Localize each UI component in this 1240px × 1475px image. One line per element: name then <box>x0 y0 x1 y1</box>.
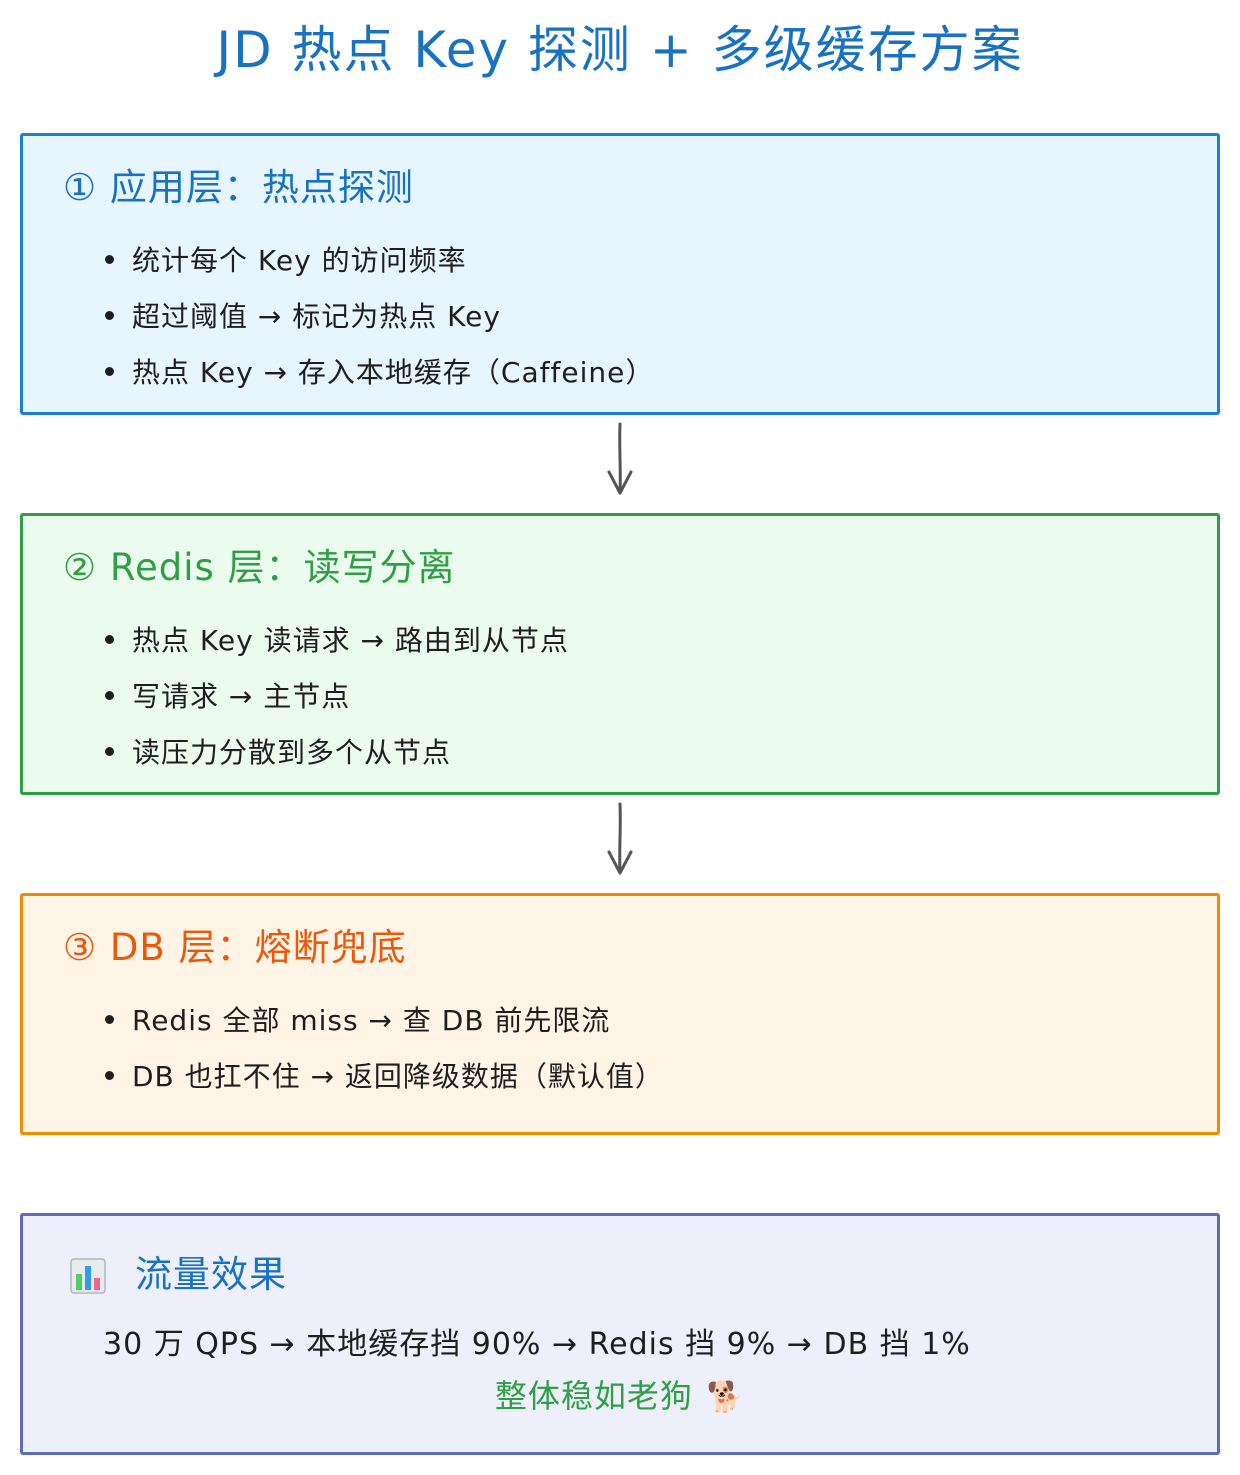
list-item: 热点 Key → 存入本地缓存（Caffeine） <box>105 345 654 401</box>
app-layer-heading: ① 应用层：热点探测 <box>63 166 414 209</box>
list-item-text: DB 也扛不住 → 返回降级数据（默认值） <box>132 1060 664 1093</box>
list-item: 超过阈值 → 标记为热点 Key <box>105 289 654 345</box>
db-layer-list: Redis 全部 miss → 查 DB 前先限流 DB 也扛不住 → 返回降级… <box>105 993 664 1105</box>
bar-chart-icon <box>70 1258 106 1294</box>
db-layer-heading: ③ DB 层：熔断兜底 <box>63 926 407 969</box>
list-item-text: 热点 Key 读请求 → 路由到从节点 <box>132 624 569 657</box>
bullet-dot-icon <box>105 310 114 320</box>
effect-heading: 流量效果 <box>135 1253 287 1296</box>
db-layer-box: ③ DB 层：熔断兜底 Redis 全部 miss → 查 DB 前先限流 DB… <box>20 893 1220 1135</box>
bullet-dot-icon <box>105 690 114 700</box>
list-item: DB 也扛不住 → 返回降级数据（默认值） <box>105 1049 664 1105</box>
bullet-dot-icon <box>105 1070 114 1080</box>
down-arrow-icon <box>607 422 633 495</box>
list-item-text: 热点 Key → 存入本地缓存（Caffeine） <box>132 356 655 389</box>
redis-layer-box: ② Redis 层：读写分离 热点 Key 读请求 → 路由到从节点 写请求 →… <box>20 513 1220 795</box>
dog-icon: 🐕 <box>706 1380 746 1415</box>
app-layer-box: ① 应用层：热点探测 统计每个 Key 的访问频率 超过阈值 → 标记为热点 K… <box>20 133 1220 415</box>
list-item-text: 统计每个 Key 的访问频率 <box>132 244 467 277</box>
list-item: Redis 全部 miss → 查 DB 前先限流 <box>105 993 664 1049</box>
bullet-dot-icon <box>105 746 114 756</box>
redis-layer-list: 热点 Key 读请求 → 路由到从节点 写请求 → 主节点 读压力分散到多个从节… <box>105 613 569 781</box>
list-item-text: 读压力分散到多个从节点 <box>132 736 452 769</box>
diagram-title: JD 热点 Key 探测 + 多级缓存方案 <box>216 21 1024 79</box>
effect-summary-box: 流量效果 30 万 QPS → 本地缓存挡 90% → Redis 挡 9% →… <box>20 1213 1220 1455</box>
app-layer-list: 统计每个 Key 的访问频率 超过阈值 → 标记为热点 Key 热点 Key →… <box>105 233 654 401</box>
list-item: 读压力分散到多个从节点 <box>105 725 569 781</box>
list-item-text: Redis 全部 miss → 查 DB 前先限流 <box>132 1004 611 1037</box>
redis-layer-heading: ② Redis 层：读写分离 <box>63 546 456 589</box>
list-item: 热点 Key 读请求 → 路由到从节点 <box>105 613 569 669</box>
bullet-dot-icon <box>105 1014 114 1024</box>
effect-tagline: 整体稳如老狗 🐕 <box>23 1374 1217 1420</box>
traffic-breakdown-text: 30 万 QPS → 本地缓存挡 90% → Redis 挡 9% → DB 挡… <box>103 1327 971 1362</box>
list-item: 统计每个 Key 的访问频率 <box>105 233 654 289</box>
bullet-dot-icon <box>105 366 114 376</box>
down-arrow-icon <box>607 802 633 875</box>
list-item-text: 超过阈值 → 标记为热点 Key <box>132 300 501 333</box>
bullet-dot-icon <box>105 634 114 644</box>
effect-tagline-text: 整体稳如老狗 <box>494 1377 693 1415</box>
list-item-text: 写请求 → 主节点 <box>132 680 351 713</box>
list-item: 写请求 → 主节点 <box>105 669 569 725</box>
bullet-dot-icon <box>105 254 114 264</box>
